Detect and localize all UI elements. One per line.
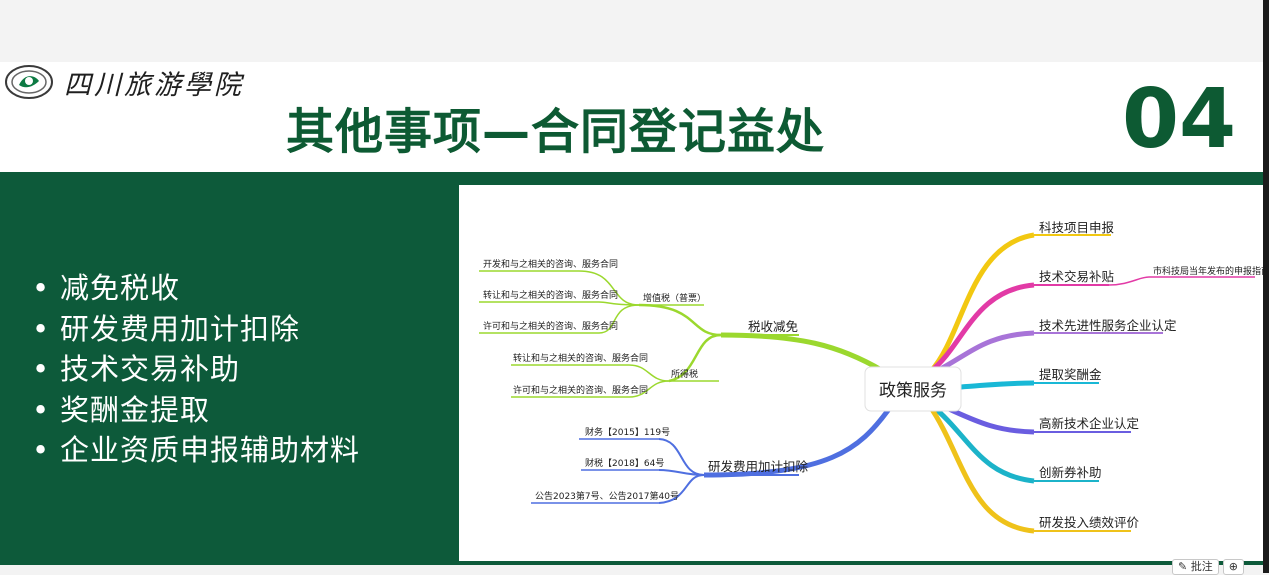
annotate-label: 批注 [1190,560,1213,573]
center-node [864,366,962,412]
school-logo: 四川旅游學院 [4,64,244,101]
branch-line [668,333,722,383]
branch-line [929,282,1035,373]
bullet-item: • 奖酬金提取 [32,390,360,431]
bullet-text: 技术交易补助 [60,352,241,386]
bullet-dot-icon: • [32,311,51,346]
bullet-dot-icon: • [32,433,51,467]
branch-line [628,364,670,382]
school-name: 四川旅游學院 [64,69,244,101]
bullet-text: 研发费用加计扣除 [60,311,301,346]
node-label: 创新券补助 [1039,465,1102,480]
mindmap: 政策服务 科技项目申报 技术交易补贴 市科技局当年发布的申报指南 技术先进性服务… [459,185,1263,561]
branch-line [929,232,1035,373]
node-label: 研发费用加计扣除 [708,459,809,474]
content-panel: • 减免税收 • 研发费用加计扣除 • 技术交易补助 • 奖酬金提取 • 企业资质申报辅助… [0,172,1263,565]
pencil-icon: ✎ [1178,560,1188,573]
branch-line [598,301,640,306]
node-label: 研发投入绩效评价 [1039,515,1140,530]
top-bar [0,0,1269,62]
center-label: 政策服务 [879,381,947,401]
bullet-dot-icon: • [32,271,51,305]
node-label: 提取奖酬金 [1039,367,1102,382]
branch-line [658,474,705,504]
section-number: 04 [1122,72,1237,167]
bullet-text: 减免税收 [60,271,181,305]
branch-line [598,304,640,334]
bullet-dot-icon: • [32,352,51,386]
zoom-in-icon: ⊕ [1228,560,1238,573]
bullet-dot-icon: • [32,392,51,427]
branch-line [703,407,892,478]
node-label: 许可和与之相关的咨询、服务合同 [513,384,648,396]
branch-line [926,403,1035,534]
bullet-list: • 减免税收 • 研发费用加计扣除 • 技术交易补助 • 奖酬金提取 • 企业资质申报辅助… [32,268,360,471]
node-label: 科技项目申报 [1039,220,1115,235]
branch-line [960,380,1035,390]
bullet-item: • 企业资质申报辅助材料 [32,430,360,471]
bullet-item: • 研发费用加计扣除 [32,309,360,350]
node-label: 转让和与之相关的咨询、服务合同 [483,289,618,301]
node-label: 公告2023第7号、公告2017第40号 [535,490,679,502]
node-label: 财务【2015】119号 [585,426,670,438]
bullet-text: 企业资质申报辅助材料 [60,433,361,467]
floating-toolbar: ✎ 批注 ⊕ [1172,559,1244,575]
slide-header: 四川旅游學院 其他事项—合同登记益处 04 [0,62,1263,172]
node-label: 开发和与之相关的咨询、服务合同 [483,258,618,270]
bottom-bar [0,565,1269,573]
node-label: 税收减免 [748,319,798,334]
bullet-item: • 技术交易补助 [32,349,360,390]
slide: 四川旅游學院 其他事项—合同登记益处 04 • 减免税收 • 研发费用加计扣除 • 技… [0,62,1263,565]
school-emblem-icon [5,65,53,99]
node-label: 技术先进性服务企业认定 [1039,318,1177,333]
node-label: 高新技术企业认定 [1039,416,1139,431]
branch-line [658,469,705,476]
node-label: 技术交易补贴 [1039,269,1114,284]
branch-line [1108,276,1255,286]
window-edge [1263,0,1269,573]
node-label: 许可和与之相关的咨询、服务合同 [483,320,618,332]
branch-line [578,270,640,306]
branch-line [720,332,885,374]
bullet-text: 奖酬金提取 [60,392,211,427]
bullet-item: • 减免税收 [32,268,360,309]
node-label: 转让和与之相关的咨询、服务合同 [513,352,648,364]
branch-line [929,403,1035,484]
branch-line [628,380,670,398]
branch-line [638,303,722,337]
node-label: 增值税（普票） [643,292,706,304]
slide-title: 其他事项—合同登记益处 [286,104,826,160]
mindmap-canvas: 政策服务 科技项目申报 技术交易补贴 市科技局当年发布的申报指南 技术先进性服务… [479,220,1263,534]
node-label: 财税【2018】64号 [585,457,664,469]
node-label: 市科技局当年发布的申报指南 [1153,265,1263,277]
node-label: 所得税 [671,368,698,380]
